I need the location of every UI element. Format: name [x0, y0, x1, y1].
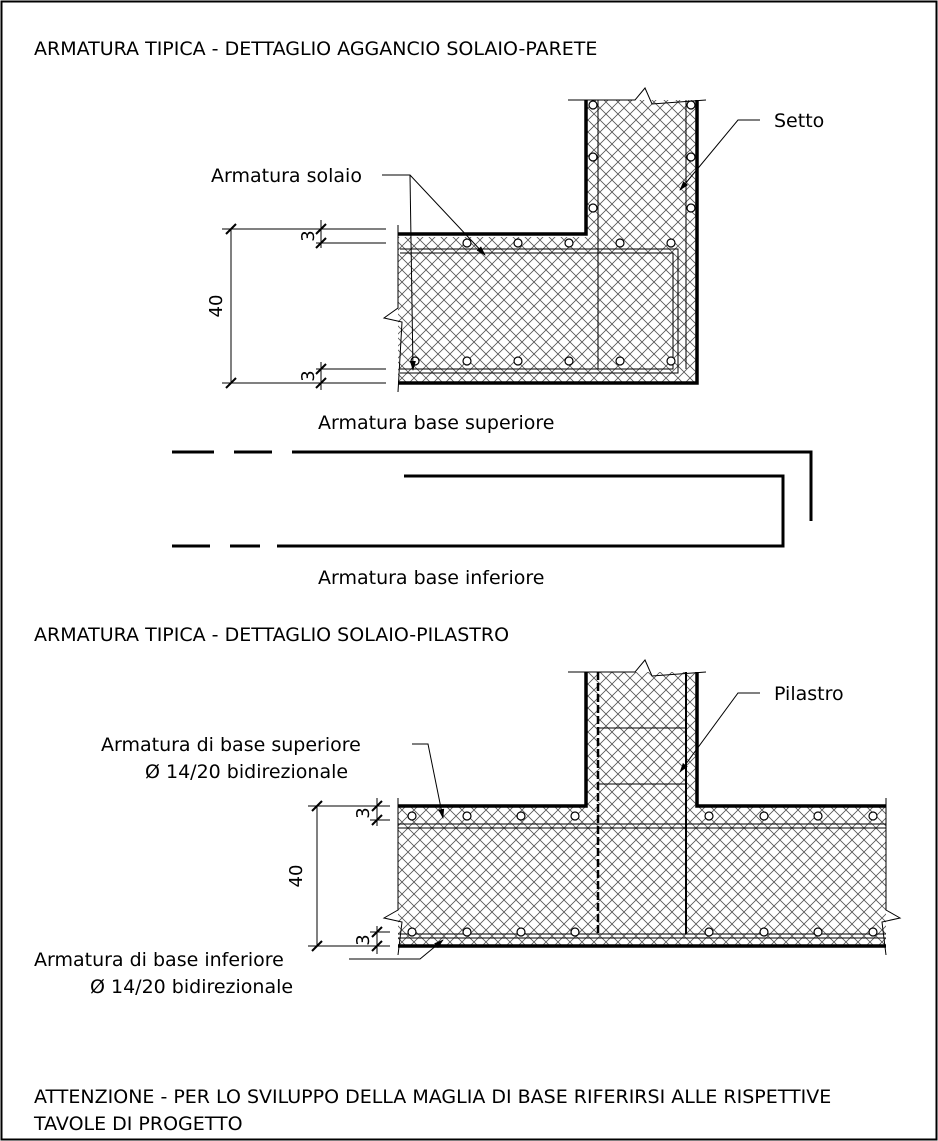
slab-left-break: [382, 798, 403, 956]
label-setto: Setto: [774, 110, 824, 132]
wall-outline-inner: [398, 100, 588, 236]
label-pilastro: Pilastro: [774, 683, 844, 705]
detail1-title: ARMATURA TIPICA - DETTAGLIO AGGANCIO SOL…: [34, 38, 597, 60]
leader-pilastro: [679, 692, 760, 773]
dim-cover-top-2: 3: [353, 807, 374, 818]
label-inf-line1: Armatura di base inferiore: [34, 949, 284, 971]
wall-outline-outer: [398, 100, 699, 385]
leader-sup: [412, 743, 445, 819]
base-bar-diagram: [172, 450, 813, 548]
label-inf-line2: Ø 14/20 bidirezionale: [90, 976, 293, 998]
slab-rebar-loop-inner: [400, 252, 674, 370]
concrete-hatch-1: [398, 100, 697, 383]
label-base-superiore: Armatura base superiore: [318, 412, 554, 434]
pillar-break-line: [568, 659, 707, 677]
wall-break-line: [568, 87, 707, 105]
detail2-title: ARMATURA TIPICA - DETTAGLIO SOLAIO-PILAS…: [34, 624, 509, 646]
rebar-dots-2: [407, 811, 878, 937]
note-line2: TAVOLE DI PROGETTO: [33, 1113, 243, 1135]
slab-rebar-loop: [400, 248, 679, 374]
dim-depth-1: 40: [206, 295, 227, 318]
detail1-section: [382, 87, 707, 393]
leader-inf: [349, 939, 444, 960]
dimensions-2: [308, 798, 390, 954]
label-armatura-solaio: Armatura solaio: [211, 165, 362, 187]
leader-armatura-solaio-2: [409, 174, 416, 371]
label-sup-line1: Armatura di base superiore: [101, 734, 361, 756]
slab-break-line: [382, 225, 403, 393]
concrete-hatch-2: [398, 672, 886, 946]
slab-top-right-outline: [695, 672, 886, 808]
detail2-section: [382, 659, 902, 956]
label-sup-line2: Ø 14/20 bidirezionale: [145, 761, 348, 783]
dim-cover-top-1: 3: [298, 230, 319, 241]
note-line1: ATTENZIONE - PER LO SVILUPPO DELLA MAGLI…: [34, 1086, 831, 1108]
dim-cover-bottom-1: 3: [298, 370, 319, 381]
dim-cover-bottom-2: 3: [353, 934, 374, 945]
leader-setto: [679, 119, 760, 191]
label-base-inferiore: Armatura base inferiore: [318, 567, 544, 589]
dim-depth-2: 40: [286, 865, 307, 888]
slab-right-break: [881, 798, 902, 956]
slab-top-left-outline: [398, 672, 588, 808]
dimensions-1: [222, 220, 386, 390]
